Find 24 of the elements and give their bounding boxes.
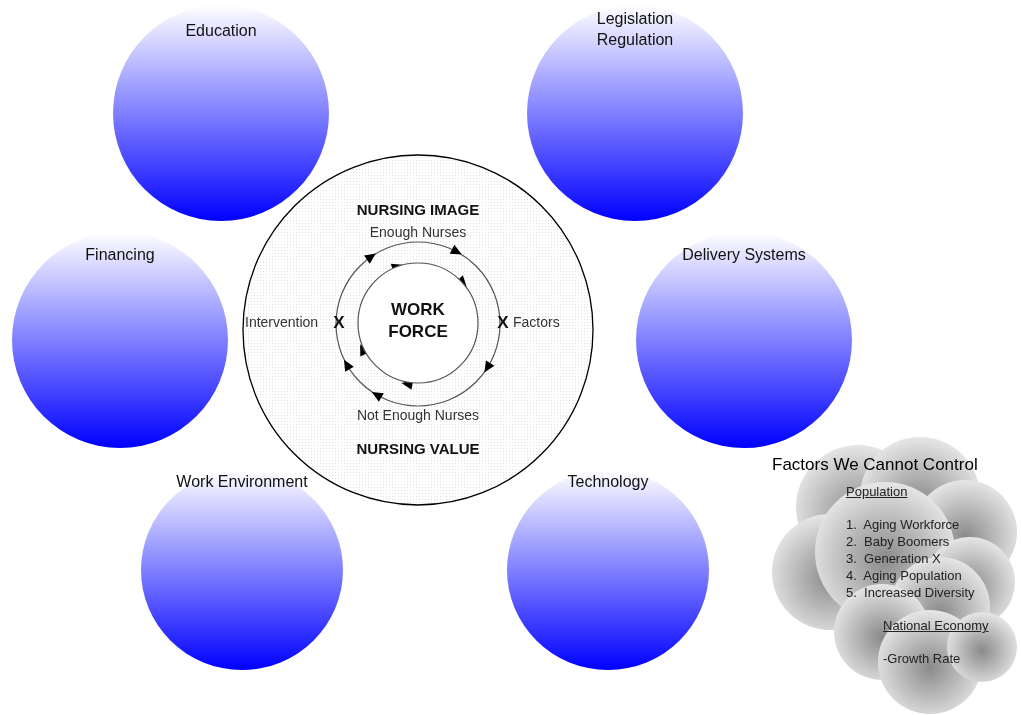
ring-label: Not Enough Nurses	[355, 407, 481, 423]
side-label: Factors	[513, 314, 561, 330]
list-item: 3. Generation X	[846, 551, 942, 566]
list-item: 2. Baby Boomers	[846, 534, 951, 549]
circle-label: Delivery Systems	[681, 246, 807, 264]
circle-label: Legislation Regulation	[595, 9, 675, 50]
side-label: Intervention	[245, 314, 320, 330]
list-item: -Growth Rate	[883, 651, 962, 666]
circle-label: Education	[184, 22, 258, 40]
list-heading: Population	[846, 484, 909, 499]
x-mark: X	[496, 313, 510, 333]
list-item: 4. Aging Population	[846, 568, 963, 583]
circle-label: Work Environment	[175, 473, 309, 491]
list-item: 1. Aging Workforce	[846, 517, 961, 532]
center-label: WORK FORCE	[387, 299, 449, 343]
ring-label: Enough Nurses	[368, 224, 468, 240]
circle-label: Financing	[84, 246, 156, 264]
circle-label: Technology	[566, 473, 650, 491]
circle-heading: NURSING VALUE	[355, 440, 481, 457]
x-mark: X	[332, 313, 346, 333]
list-item: 5. Increased Diversity	[846, 585, 976, 600]
circle-heading: NURSING IMAGE	[355, 201, 481, 218]
list-heading: National Economy	[883, 618, 990, 633]
cloud-title: Factors We Cannot Control	[772, 455, 979, 475]
